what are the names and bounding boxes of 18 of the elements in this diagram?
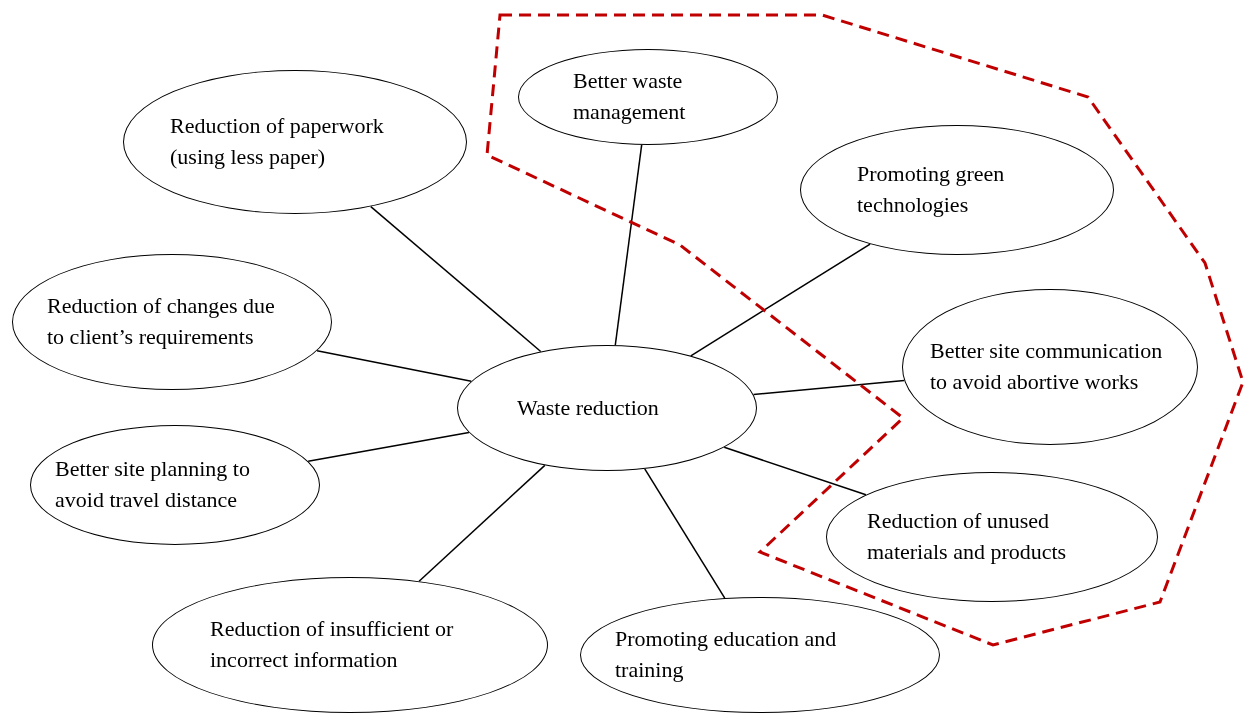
node-label: Better site planning to avoid travel distance (55, 455, 251, 514)
node-label: Better site communication to avoid abortive works (930, 337, 1164, 396)
connector-line (614, 144, 643, 346)
node-label: Waste reduction (517, 393, 660, 422)
node-label: Reduction of unused materials and products (867, 507, 1068, 566)
node-label: Reduction of paperwork (using less paper) (170, 112, 385, 171)
connector-line (644, 468, 726, 599)
connector-line (418, 464, 546, 583)
connector-line (370, 205, 542, 353)
node-label: Reduction of changes due to client’s requirements (47, 292, 276, 351)
node-label: Promoting education and training (615, 625, 838, 684)
node-label: Better waste management (573, 67, 687, 126)
connector-line (307, 431, 470, 462)
connector-line (723, 446, 867, 496)
connector-line (690, 243, 871, 357)
node-label: Promoting green technologies (857, 160, 1006, 219)
node-label: Reduction of insufficient or incorrect information (210, 615, 455, 674)
connector-line (316, 349, 473, 382)
